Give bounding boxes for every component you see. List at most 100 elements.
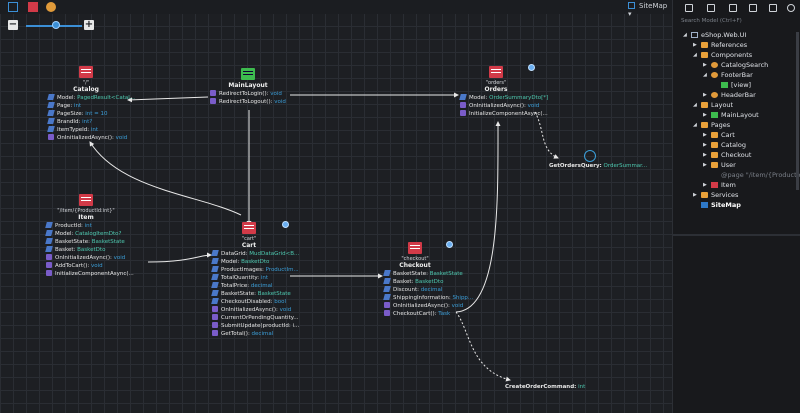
zoom-out-button[interactable]: − <box>8 19 18 30</box>
tree-item[interactable]: ▶Cart <box>673 130 800 140</box>
tree-item[interactable]: ▶Item <box>673 180 800 190</box>
property-row[interactable]: Basket: BasketDto <box>45 246 105 254</box>
property-row[interactable]: Discount: decimal <box>383 286 442 294</box>
zoom-in-button[interactable]: + <box>84 19 94 30</box>
chevron-right-icon[interactable]: ▶ <box>703 92 707 98</box>
property-row[interactable]: ProductId: int <box>45 222 92 230</box>
layers-icon[interactable] <box>707 4 715 12</box>
expand-badge[interactable] <box>446 241 453 248</box>
property-icon <box>47 94 55 100</box>
chevron-down-icon[interactable]: ◢ <box>693 102 697 108</box>
tree-item[interactable]: ◢Pages <box>673 120 800 130</box>
method-row[interactable]: GetTotal(): decimal <box>212 330 273 338</box>
tree-item[interactable]: ▶HeaderBar <box>673 90 800 100</box>
collapse-icon[interactable] <box>749 4 757 12</box>
chevron-down-icon[interactable]: ◢ <box>703 72 707 78</box>
property-row[interactable]: Model: OrderSummaryDto[*] <box>459 94 548 102</box>
property-row[interactable]: ProductImages: ProductIm... <box>211 266 299 274</box>
tree-item[interactable]: ▶Checkout <box>673 150 800 160</box>
node-create-order-command[interactable]: CreateOrderCommand: int <box>505 384 585 390</box>
chevron-right-icon[interactable]: ▶ <box>703 182 707 188</box>
method-row[interactable]: RedirectToLogin(): void <box>210 90 282 98</box>
property-row[interactable]: Model: PagedResult<Catal... <box>47 94 135 102</box>
diagram-icon[interactable] <box>8 2 18 12</box>
tree-item[interactable]: ▶Catalog <box>673 140 800 150</box>
member-type: void <box>279 307 292 313</box>
chevron-down-icon[interactable]: ◢ <box>693 52 697 58</box>
tree-item[interactable]: ▶References <box>673 40 800 50</box>
tree-item[interactable]: ◢FooterBar <box>673 70 800 80</box>
chevron-right-icon[interactable]: ▶ <box>703 112 707 118</box>
chevron-right-icon[interactable]: ▶ <box>703 62 707 68</box>
method-row[interactable]: OnInitializedAsync(): void <box>46 254 125 262</box>
property-row[interactable]: BasketState: BasketState <box>383 270 463 278</box>
method-row[interactable]: CurrentOrPendingQuantity... <box>212 314 298 322</box>
document-icon[interactable] <box>685 4 693 12</box>
member-name: CurrentOrPendingQuantity... <box>221 315 299 321</box>
method-row[interactable]: OnInitializedAsync(): void <box>212 306 291 314</box>
property-row[interactable]: BasketState: BasketState <box>211 290 291 298</box>
expand-badge[interactable] <box>528 64 535 71</box>
property-row[interactable]: Basket: BasketDto <box>383 278 443 286</box>
tree-item[interactable]: ▶CatalogSearch <box>673 60 800 70</box>
property-row[interactable]: ShippingInformation: Shipp... <box>383 294 473 302</box>
expand-badge[interactable] <box>282 221 289 228</box>
method-row[interactable]: OnInitializedAsync(): void <box>384 302 463 310</box>
chevron-right-icon[interactable]: ▶ <box>703 162 707 168</box>
method-row[interactable]: SubmitUpdate(productId: i... <box>212 322 299 330</box>
gear-icon[interactable] <box>787 4 795 12</box>
property-row[interactable]: Model: CatalogItemDto? <box>45 230 121 238</box>
property-row[interactable]: TotalPrice: decimal <box>211 282 273 290</box>
method-row[interactable]: AddToCart(): void <box>46 262 103 270</box>
member-name: CheckoutCart(): <box>393 311 439 317</box>
tree-item[interactable]: ◢Layout <box>673 100 800 110</box>
property-row[interactable]: PageSize: int = 10 <box>47 110 108 118</box>
fit-icon[interactable] <box>769 4 777 12</box>
tree-item[interactable]: SiteMap <box>673 200 800 210</box>
property-row[interactable]: Page: int <box>47 102 81 110</box>
property-row[interactable]: BasketState: BasketState <box>45 238 125 246</box>
tree-item[interactable]: ▶User <box>673 160 800 170</box>
property-row[interactable]: Model: BasketDto <box>211 258 269 266</box>
tree-item[interactable]: ▶MainLayout <box>673 110 800 120</box>
panel-divider[interactable] <box>673 234 800 236</box>
property-row[interactable]: CheckoutDisabled: bool <box>211 298 286 306</box>
tree-scrollbar[interactable] <box>796 32 799 190</box>
method-row[interactable]: InitializeComponentAsync(... <box>46 270 134 278</box>
tree-item[interactable]: ◢ Components <box>673 50 800 60</box>
chevron-right-icon[interactable]: ▶ <box>703 142 707 148</box>
method-row[interactable]: RedirectToLogout(): void <box>210 98 286 106</box>
chevron-right-icon[interactable]: ▶ <box>703 152 707 158</box>
search-input[interactable]: Search Model (Ctrl+F) <box>681 18 742 24</box>
property-icon <box>211 250 219 256</box>
component-icon[interactable] <box>28 2 38 12</box>
method-row[interactable]: CheckoutCart(): Task <box>384 310 450 318</box>
tree-item[interactable]: @page "/item/{ProductId <box>673 170 800 180</box>
method-row[interactable]: InitializeComponentAsync(... <box>460 110 548 118</box>
node-get-orders-query[interactable]: GetOrdersQuery: OrderSummar... <box>549 163 647 169</box>
method-row[interactable]: OnInitializedAsync(): void <box>460 102 539 110</box>
chevron-down-icon[interactable]: ◢ <box>693 122 697 128</box>
chevron-right-icon[interactable]: ▶ <box>693 192 697 198</box>
method-row[interactable]: OnInitializedAsync(): void <box>48 134 127 142</box>
tree-item[interactable]: ▶Services <box>673 190 800 200</box>
tree-item[interactable]: [view] <box>673 80 800 90</box>
chevron-right-icon[interactable]: ▶ <box>703 132 707 138</box>
sitemap-canvas[interactable]: SiteMap ▾ − + "/" Catalog Model: PagedRe… <box>0 0 672 413</box>
tree-item-label: Components <box>711 51 753 59</box>
query-icon <box>584 150 596 162</box>
chevron-down-icon[interactable]: ◢ <box>683 32 687 38</box>
zoom-slider-handle[interactable] <box>52 21 60 29</box>
sitemap-selector[interactable]: SiteMap ▾ <box>628 2 668 18</box>
member-name: RedirectToLogin(): <box>219 91 271 97</box>
component-icon <box>711 182 718 188</box>
property-row[interactable]: DataGrid: MudDataGrid<B... <box>211 250 299 258</box>
expand-icon[interactable] <box>729 4 737 12</box>
property-row[interactable]: TotalQuantity: int <box>211 274 268 282</box>
tree-item[interactable]: ◢eShop.Web.UI <box>673 30 800 40</box>
chevron-right-icon[interactable]: ▶ <box>693 42 697 48</box>
property-row[interactable]: ItemTypeId: int <box>47 126 98 134</box>
member-type: int? <box>82 119 93 125</box>
property-row[interactable]: BrandId: int? <box>47 118 93 126</box>
gear-icon[interactable] <box>46 2 56 12</box>
